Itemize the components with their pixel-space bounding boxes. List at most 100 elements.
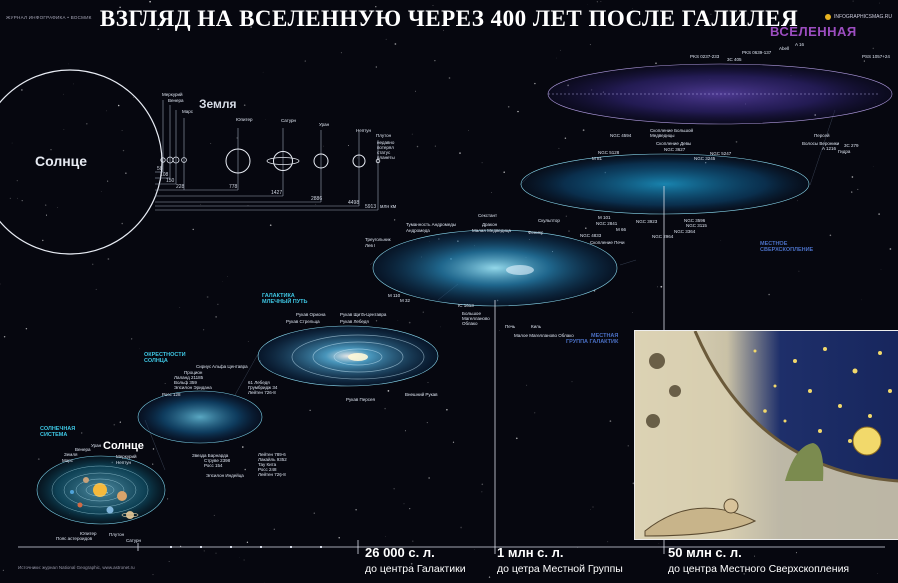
planet-label-mercury: Меркурий bbox=[162, 92, 183, 97]
distance-label: 1427 bbox=[271, 190, 283, 196]
milky-way-ellipse bbox=[257, 325, 439, 387]
lg-item: Андромеда bbox=[406, 228, 430, 233]
site-logo-icon bbox=[824, 14, 831, 20]
axis-tick-sub: до центра Галактики bbox=[365, 563, 466, 575]
nb-item: Лакайль 9352 bbox=[258, 457, 287, 462]
un-item: Гидра bbox=[838, 149, 851, 154]
sun-label: Солнце bbox=[35, 153, 88, 169]
mercury-dot bbox=[160, 157, 166, 163]
sc-item: Скопление Печи bbox=[590, 240, 625, 245]
ss-item: Земля bbox=[64, 452, 78, 457]
neighborhood-ellipse bbox=[137, 390, 263, 444]
axis-tick-label: 50 млн с. л. bbox=[668, 545, 742, 560]
sc-item: M 66 bbox=[616, 227, 627, 232]
nb-item: Вольф 359 bbox=[174, 380, 197, 385]
un-item: PKS 0237-233 bbox=[690, 54, 720, 59]
lg-item: Феникс bbox=[528, 230, 544, 235]
planet-label-jupiter: Юпитер bbox=[236, 117, 253, 122]
nb-item: Лаланд 21185 bbox=[174, 375, 204, 380]
sc-item: NGC 3364 bbox=[674, 229, 696, 234]
sc-item: NGC 3245 bbox=[694, 156, 716, 161]
nb-item: Струве 2398 bbox=[204, 458, 231, 463]
nb-item: Росс 248 bbox=[258, 467, 277, 472]
neptune-circle bbox=[352, 154, 366, 168]
site-caption[interactable]: INFOGRAPHICSMAG.RU bbox=[824, 14, 892, 20]
sc-item: NGC 3923 bbox=[636, 219, 658, 224]
local-group-ellipse bbox=[372, 229, 618, 307]
axis-tick-label: 1 млн с. л. bbox=[497, 545, 564, 560]
un-item: PSS 1057+24 bbox=[862, 54, 890, 59]
nb-item: Альфа Центавра bbox=[212, 364, 248, 369]
lg-item: Треугольник bbox=[365, 237, 391, 242]
nb-item: Тау Кита bbox=[258, 462, 277, 467]
distance-label: 58 bbox=[157, 166, 163, 172]
un-item: A 1216 bbox=[822, 146, 837, 151]
axis-tick-sub: до центра Местного Сверхскопления bbox=[668, 563, 850, 575]
lg-item: Малая Медведица bbox=[472, 228, 511, 233]
sc-item: NGC 2841 bbox=[596, 221, 618, 226]
un-item: Персей bbox=[814, 133, 830, 138]
ss-item: Пояс астероидов bbox=[56, 536, 92, 541]
distance-label: 4498 bbox=[348, 200, 360, 206]
mw-item: Рукав Ориона bbox=[296, 312, 326, 317]
distance-label: 108 bbox=[160, 172, 169, 178]
earth-dot bbox=[172, 156, 180, 164]
sc-item: NGC 3115 bbox=[686, 223, 707, 228]
planet-label-saturn: Сатурн bbox=[281, 118, 297, 123]
nb-item: 61 Лебедя bbox=[248, 380, 270, 385]
lg-item: Дракон bbox=[482, 222, 498, 227]
nb-item: Лейтен 789-6 bbox=[258, 452, 286, 457]
ss-item: Плутон bbox=[109, 532, 125, 537]
distance-label: 2886 bbox=[311, 196, 323, 202]
mars-dot bbox=[181, 157, 187, 163]
lg-item: Большое Магелланово Облако bbox=[462, 311, 490, 326]
ss-item: Венера bbox=[75, 447, 91, 452]
axis-tick-label: 26 000 с. л. bbox=[365, 545, 435, 560]
lg-item: Туманность Андромеды bbox=[406, 222, 457, 227]
axis-tick-sub: до цетра Местной Группы bbox=[497, 563, 623, 575]
sc-item: NGC 5128 bbox=[598, 150, 620, 155]
ss-item: Марс bbox=[62, 458, 74, 463]
ss-item: Уран bbox=[91, 443, 102, 448]
lg-item: Печь bbox=[505, 324, 516, 329]
page-title: ВЗГЛЯД НА ВСЕЛЕННУЮ ЧЕРЕЗ 400 ЛЕТ ПОСЛЕ … bbox=[99, 6, 799, 31]
distance-label: 778 bbox=[229, 184, 238, 190]
nb-item: Эпсилон Индейца bbox=[206, 473, 244, 478]
ss-item: Нептун bbox=[116, 460, 132, 465]
planet-label-neptune: Нептун bbox=[356, 128, 372, 133]
un-item: Волосы Вероники bbox=[802, 141, 840, 146]
planet-label-mars: Марс bbox=[182, 109, 194, 114]
sc-item: NGC 3627 bbox=[664, 147, 686, 152]
saturn-ring bbox=[266, 157, 300, 165]
sources-note: Источники: журнал National Geographic, w… bbox=[18, 565, 135, 570]
sc-item: NGC 4833 bbox=[580, 233, 602, 238]
sc-item: NGC 5247 bbox=[710, 151, 732, 156]
earth-label: Земля bbox=[199, 97, 237, 111]
flammarion-engraving bbox=[634, 330, 898, 540]
sc-item: Скопление Большой Медведицы bbox=[650, 128, 694, 138]
universe-title: ВСЕЛЕННАЯ bbox=[770, 24, 857, 39]
distance-label: 150 bbox=[166, 178, 175, 184]
nb-item: Росс 128 bbox=[162, 392, 181, 397]
nb-item: Грумбридж 34 bbox=[248, 385, 278, 390]
un-item: A 16 bbox=[795, 42, 805, 47]
lg-item: M 32 bbox=[400, 298, 411, 303]
nb-item: Сириус bbox=[196, 364, 212, 369]
lg-item: Лев I bbox=[365, 243, 376, 248]
sc-item: M 81 bbox=[592, 156, 603, 161]
saturn-circle bbox=[273, 151, 293, 171]
nb-item: Лейтен 726-8 bbox=[258, 472, 286, 477]
mw-item: Рукав Стрельца bbox=[286, 319, 320, 324]
supercluster-ellipse bbox=[520, 153, 810, 215]
un-item: Abell bbox=[779, 46, 790, 51]
sc-item: NGC 3596 bbox=[684, 218, 706, 223]
nb-item: Процион bbox=[184, 370, 203, 375]
mw-item: Внешний Рукав bbox=[405, 392, 438, 397]
site-url[interactable]: INFOGRAPHICSMAG.RU bbox=[833, 14, 892, 20]
nb-item: Росс 154 bbox=[204, 463, 223, 468]
sun-small bbox=[93, 483, 107, 497]
pluto-dot bbox=[375, 158, 381, 164]
